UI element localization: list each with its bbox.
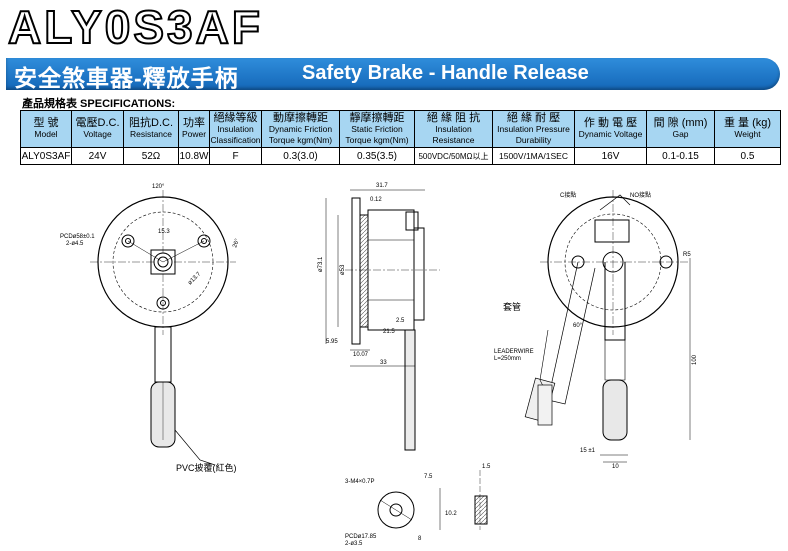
model-number: ALY0S3AF [7,0,263,54]
bottom-dim-4: 1.5 [482,464,491,470]
leaderwire-title: LEADERWIRE [494,349,534,355]
side-dim-25: 2.5 [396,318,405,324]
spec-header-en: Power [181,129,207,139]
spec-header-en: Gap [672,129,689,139]
spec-cell: 10.8W [178,147,210,165]
spec-header-en: Model [34,129,58,139]
side-width-total: 31.7 [376,183,388,189]
spec-header-en: Dynamic Friction Torque kgm(Nm) [268,123,333,145]
front-dim-top: 15.3 [158,229,170,235]
spec-header: 電壓D.C.Voltage [71,110,124,148]
side-dim-595: 5.95 [326,339,338,345]
pcd2-holes-label: 2-ø3.5 [345,541,363,547]
spec-cell: 1500V/1MA/1SEC [492,147,575,165]
no-contact-label: NO接點 [630,191,651,199]
release-angle: 60° [573,323,583,329]
front-angle-label: 120° [152,184,165,190]
dim-100: 100 [692,354,698,365]
dim-15: 15 ±1 [580,448,596,454]
front-dim-right: 26° [232,238,241,249]
spec-header-zh: 靜摩擦轉距 [349,111,405,124]
front-pcd-label: PCDø58±0.1 [60,234,95,240]
bottom-dim-3: 8 [418,536,422,542]
c-contact-label: C接點 [560,191,576,199]
spec-header-zh: 型 號 [33,117,59,129]
spec-header-zh: 重 量 (kg) [723,117,772,129]
front-view [90,190,236,466]
spec-header-zh: 電壓D.C. [75,117,120,129]
spec-header-en: Static Friction Torque kgm(Nm) [345,123,409,145]
release-view [524,190,691,463]
side-dim-33: 33 [380,360,387,366]
spec-header-en: Resistance [129,129,173,139]
bottom-detail [377,470,488,530]
side-d-outer: ø73.1 [318,256,324,272]
bottom-dim-2: 10.2 [445,511,457,517]
spec-header-zh: 絕 緣 阻 抗 [426,111,481,124]
spec-header-zh: 絕 緣 耐 壓 [506,111,561,124]
front-dim-hub: ø13.7 [187,271,203,287]
spec-header-en: Voltage [83,129,112,139]
spec-cell: 0.5 [714,147,781,165]
spec-header-en: Dynamic Voltage [578,129,643,139]
r5-label: R5 [683,252,691,258]
leaderwire-length: L=250mm [494,356,521,362]
side-dim-1007: 10.07 [353,352,369,358]
spec-header-en: Insulation Pressure Durability [497,123,570,145]
spec-header-zh: 功率 [183,117,205,129]
spec-header-en: Insulation Classification [210,123,261,145]
spec-header-en: Weight [734,129,761,139]
spec-header: 重 量 (kg)Weight [714,110,781,148]
title-zh: 安全煞車器-釋放手柄 [14,65,239,91]
spec-header: 間 隙 (mm)Gap [646,110,715,148]
spec-header: 阻抗D.C.Resistance [123,110,179,148]
pcd2-label: PCDø17.85 [345,534,377,540]
side-view [325,189,440,451]
sleeve-label: 套管 [503,301,521,312]
spec-header-zh: 作 動 電 壓 [583,117,638,129]
front-holes-label: 2-ø4.5 [66,241,84,247]
thread-label: 3-M4×0.7P [345,479,375,485]
bottom-dim-1: 7.5 [424,474,433,480]
side-gap: 0.12 [370,197,382,203]
pvc-label: PVC披覆(紅色) [176,462,237,473]
spec-cell: 0.3(3.0) [261,147,340,165]
title-banner: 安全煞車器-釋放手柄 Safety Brake - Handle Release [6,58,780,91]
spec-header-en: Insulation Resistance [432,123,475,145]
specifications-title: 產品規格表 SPECIFICATIONS: [22,98,176,110]
spec-header-zh: 間 隙 (mm) [653,117,708,129]
side-d-inner: ø53 [340,264,346,275]
title-en: Safety Brake - Handle Release [302,62,589,84]
side-dim-215: 21.5 [383,329,395,335]
spec-header-zh: 動摩擦轉距 [273,111,328,124]
dim-10: 10 [612,464,619,470]
spec-cell: 24V [71,147,124,165]
spec-header-zh: 阻抗D.C. [129,117,173,129]
spec-header-zh: 絕緣等級 [213,111,258,124]
